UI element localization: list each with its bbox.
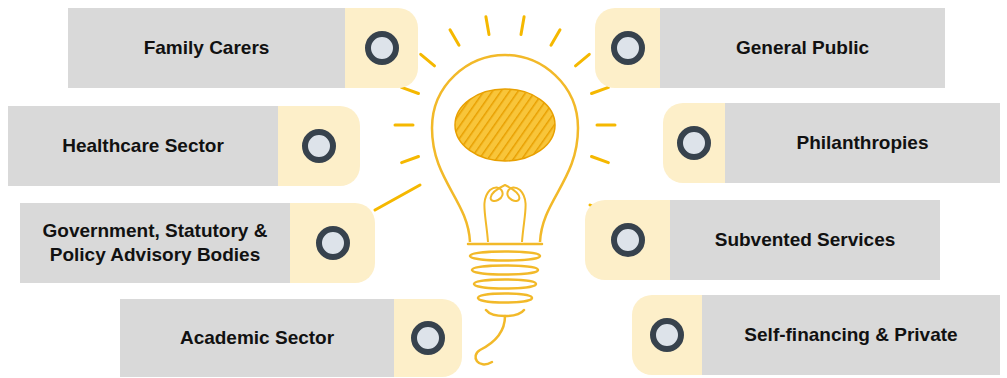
light-ray <box>551 30 560 46</box>
label-text: Family Carers <box>144 36 270 60</box>
marker-tab <box>595 8 660 88</box>
label-panel: General Public <box>660 8 945 88</box>
light-ray <box>592 87 609 93</box>
label-panel: Healthcare Sector <box>8 106 278 186</box>
label-box: Healthcare Sector <box>8 106 360 186</box>
label-text: General Public <box>736 36 869 60</box>
base-ring <box>470 252 540 261</box>
bulb-scribble <box>455 89 555 161</box>
label-panel: Family Carers <box>68 8 345 88</box>
circle-marker <box>650 318 684 352</box>
light-ray <box>576 54 590 66</box>
base-ring <box>468 243 542 246</box>
light-ray <box>450 30 459 46</box>
label-box: Subvented Services <box>585 200 940 280</box>
circle-marker <box>611 223 645 257</box>
light-ray <box>402 87 419 93</box>
label-box: Self-financing & Private <box>632 295 1000 375</box>
marker-tab <box>585 200 670 280</box>
circle-marker <box>302 129 336 163</box>
marker-tab <box>345 8 418 88</box>
label-text: Healthcare Sector <box>62 134 224 158</box>
marker-tab <box>394 299 462 377</box>
label-text: Self-financing & Private <box>744 323 957 347</box>
marker-tab <box>290 203 375 283</box>
light-ray <box>521 17 524 35</box>
circle-marker <box>411 321 445 355</box>
label-box: General Public <box>595 8 945 88</box>
light-ray <box>597 124 615 127</box>
label-text: Subvented Services <box>715 228 896 252</box>
light-ray <box>421 54 435 66</box>
label-panel: Academic Sector <box>120 299 394 377</box>
label-text: Government, Statutory & Policy Advisory … <box>30 219 280 267</box>
label-box: Family Carers <box>68 8 418 88</box>
base-ring <box>474 280 536 289</box>
bulb-base <box>468 244 542 364</box>
bulb-filament <box>484 185 525 242</box>
label-panel: Philanthropies <box>725 103 1000 183</box>
circle-marker <box>365 31 399 65</box>
light-ray <box>592 157 609 163</box>
label-box: Government, Statutory & Policy Advisory … <box>20 203 375 283</box>
label-panel: Government, Statutory & Policy Advisory … <box>20 203 290 283</box>
label-box: Philanthropies <box>663 103 1000 183</box>
marker-tab <box>663 103 725 183</box>
circle-marker <box>677 126 711 160</box>
light-ray <box>375 185 420 210</box>
label-panel: Self-financing & Private <box>702 295 1000 375</box>
label-panel: Subvented Services <box>670 200 940 280</box>
label-text: Philanthropies <box>797 131 929 155</box>
light-ray <box>402 157 419 163</box>
light-ray <box>395 124 413 127</box>
marker-tab <box>632 295 702 375</box>
base-ring <box>478 294 532 303</box>
base-ring <box>472 266 538 275</box>
light-ray <box>486 17 489 35</box>
circle-marker <box>611 31 645 65</box>
label-text: Academic Sector <box>180 326 334 350</box>
circle-marker <box>316 226 350 260</box>
marker-tab <box>278 106 360 186</box>
bulb-wire <box>476 316 505 364</box>
bulb-glass <box>432 55 578 242</box>
label-box: Academic Sector <box>120 299 462 377</box>
